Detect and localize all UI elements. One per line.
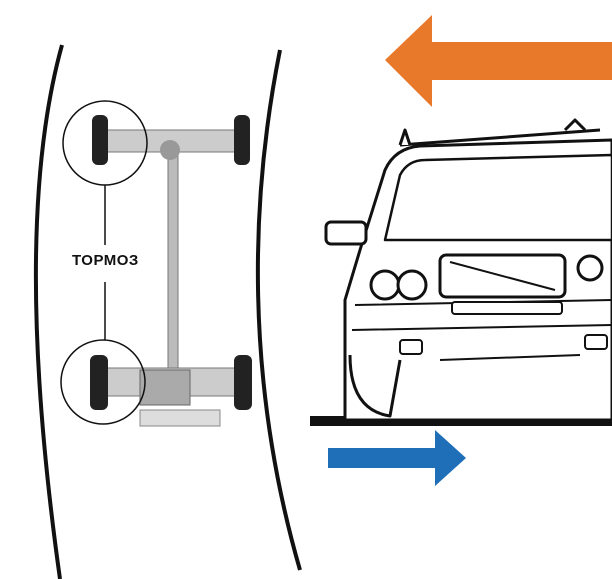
- car-icon: [324, 118, 612, 422]
- chassis-icon: [90, 115, 252, 427]
- road-edge-right: [255, 49, 302, 571]
- road-edge-left: [33, 44, 64, 579]
- brake-callout-rear: [60, 339, 146, 425]
- arrow-left-icon: [385, 15, 612, 107]
- brake-label: ТОРМОЗ: [72, 252, 139, 269]
- arrow-right-icon: [328, 430, 466, 486]
